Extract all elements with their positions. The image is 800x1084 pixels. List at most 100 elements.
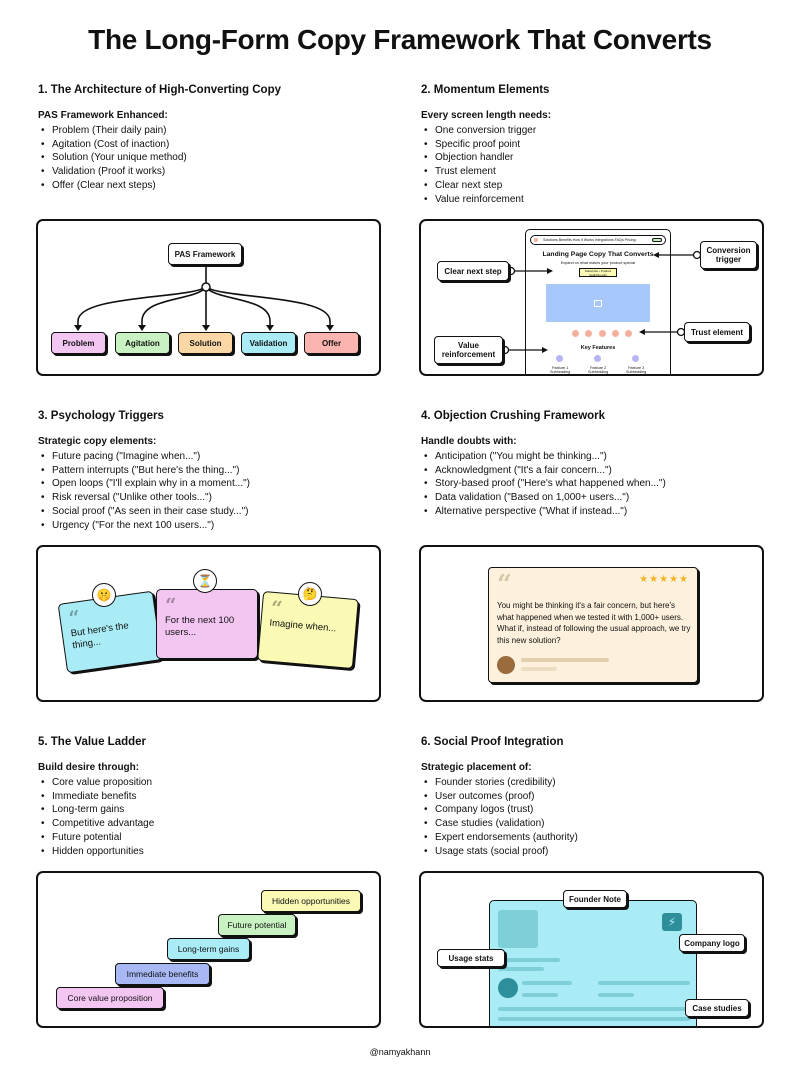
mock-nav: Solutions Benefits How it Works Integrat… bbox=[530, 235, 666, 245]
list-item: Data validation ("Based on 1,000+ users.… bbox=[421, 491, 766, 505]
list-item: Core value proposition bbox=[38, 776, 383, 790]
list-item: Urgency ("For the next 100 users...") bbox=[38, 519, 383, 533]
mock-cta-button: Subscribe • Product (walkthrough) bbox=[579, 268, 617, 277]
list-item: Future pacing ("Imagine when...") bbox=[38, 450, 383, 464]
section-heading: 6. Social Proof Integration bbox=[421, 736, 564, 748]
ladder-step-future-potential: Future potential bbox=[218, 914, 296, 936]
objection-diagram: “ ★★★★★ You might be thinking it's a fai… bbox=[419, 545, 764, 702]
list-item: Story-based proof ("Here's what happened… bbox=[421, 477, 766, 491]
list-item: Open loops ("I'll explain why in a momen… bbox=[38, 477, 383, 491]
label-value-reinforcement: Value reinforcement bbox=[434, 336, 503, 364]
list-item: Objection handler bbox=[421, 151, 766, 165]
text-placeholder bbox=[498, 967, 544, 971]
text-placeholder bbox=[498, 1007, 690, 1011]
label-trust-element: Trust element bbox=[684, 322, 750, 342]
section-momentum: 2. Momentum Elements Every screen length… bbox=[421, 84, 766, 206]
list-item: Usage stats (social proof) bbox=[421, 845, 766, 859]
mock-nav-cta bbox=[652, 238, 662, 242]
list-item: Anticipation ("You might be thinking..."… bbox=[421, 450, 766, 464]
text-placeholder bbox=[498, 1017, 690, 1021]
list-item: Validation (Proof it works) bbox=[38, 165, 383, 179]
list-item: Specific proof point bbox=[421, 138, 766, 152]
image-icon bbox=[594, 299, 602, 307]
label-founder-note: Founder Note bbox=[563, 890, 627, 908]
section-heading: 1. The Architecture of High-Converting C… bbox=[38, 84, 282, 96]
ladder-step-core-value: Core value proposition bbox=[56, 987, 164, 1009]
section-intro: Strategic copy elements: bbox=[38, 436, 157, 447]
list-item: Risk reversal ("Unlike other tools...") bbox=[38, 491, 383, 505]
author-handle: @namyakhann bbox=[369, 1047, 431, 1057]
section-social-proof: 6. Social Proof Integration Strategic pl… bbox=[421, 736, 766, 858]
psychology-diagram: “ But here's the thing... 🤫 “ For the ne… bbox=[36, 545, 381, 702]
section-heading: 3. Psychology Triggers bbox=[38, 410, 164, 422]
text-placeholder bbox=[498, 958, 560, 962]
list-item: Trust element bbox=[421, 165, 766, 179]
trigger-card: “ For the next 100 users... bbox=[156, 589, 258, 659]
text-placeholder bbox=[598, 993, 634, 997]
hourglass-icon: ⏳ bbox=[193, 569, 217, 593]
text-placeholder bbox=[522, 981, 572, 985]
social-proof-diagram: ⚡ Founder Note Company logo Usage stats … bbox=[419, 871, 764, 1028]
mock-nav-links: Solutions Benefits How it Works Integrat… bbox=[543, 238, 636, 242]
momentum-diagram: Solutions Benefits How it Works Integrat… bbox=[419, 219, 764, 376]
list-item: Acknowledgment ("It's a fair concern..."… bbox=[421, 464, 766, 478]
list-item: Problem (Their daily pain) bbox=[38, 124, 383, 138]
text-placeholder bbox=[598, 981, 690, 985]
pas-node-problem: Problem bbox=[51, 332, 106, 354]
section-intro: PAS Framework Enhanced: bbox=[38, 110, 168, 121]
ladder-step-hidden-opportunities: Hidden opportunities bbox=[261, 890, 361, 912]
quote-icon: “ bbox=[497, 570, 512, 600]
section-intro: Handle doubts with: bbox=[421, 436, 517, 447]
list-item: Clear next step bbox=[421, 179, 766, 193]
list-item: Hidden opportunities bbox=[38, 845, 383, 859]
list-item: Expert endorsements (authority) bbox=[421, 831, 766, 845]
list-item: Offer (Clear next steps) bbox=[38, 179, 383, 193]
testimonial-card: “ ★★★★★ You might be thinking it's a fai… bbox=[488, 567, 698, 683]
pas-node-validation: Validation bbox=[241, 332, 296, 354]
name-placeholder bbox=[521, 658, 609, 662]
value-ladder-diagram: Core value proposition Immediate benefit… bbox=[36, 871, 381, 1028]
founder-photo-placeholder bbox=[498, 910, 538, 948]
list-item: Immediate benefits bbox=[38, 790, 383, 804]
landing-page-mockup: Solutions Benefits How it Works Integrat… bbox=[525, 229, 671, 374]
list-item: Long-term gains bbox=[38, 803, 383, 817]
trigger-card-text: For the next 100 users... bbox=[165, 615, 235, 638]
lightning-logo-icon: ⚡ bbox=[662, 913, 682, 931]
label-usage-stats: Usage stats bbox=[437, 949, 505, 967]
list-item: One conversion trigger bbox=[421, 124, 766, 138]
thinking-emoji-icon: 🤔 bbox=[298, 582, 322, 606]
label-conversion-trigger: Conversion trigger bbox=[700, 241, 757, 269]
feature-icon bbox=[632, 355, 639, 362]
label-case-studies: Case studies bbox=[685, 999, 749, 1017]
list-item: Competitive advantage bbox=[38, 817, 383, 831]
list-item: Solution (Your unique method) bbox=[38, 151, 383, 165]
label-company-logo: Company logo bbox=[679, 934, 745, 952]
section-heading: 4. Objection Crushing Framework bbox=[421, 410, 606, 422]
list-item: Company logos (trust) bbox=[421, 803, 766, 817]
list-item: Case studies (validation) bbox=[421, 817, 766, 831]
list-item: Future potential bbox=[38, 831, 383, 845]
pas-root-node: PAS Framework bbox=[168, 243, 242, 265]
page-title: The Long-Form Copy Framework That Conver… bbox=[88, 24, 712, 55]
quote-icon: “ bbox=[165, 593, 177, 617]
pas-connectors bbox=[74, 267, 334, 331]
pas-node-offer: Offer bbox=[304, 332, 359, 354]
list-item: Pattern interrupts ("But here's the thin… bbox=[38, 464, 383, 478]
feature-icon bbox=[556, 355, 563, 362]
mock-hero-image bbox=[546, 284, 650, 322]
section-heading: 2. Momentum Elements bbox=[421, 84, 550, 96]
list-item: Social proof ("As seen in their case stu… bbox=[38, 505, 383, 519]
case-study-page-mockup: ⚡ bbox=[489, 900, 697, 1026]
mock-title: Landing Page Copy That Converts bbox=[542, 251, 654, 258]
section-intro: Strategic placement of: bbox=[421, 762, 532, 773]
avatar bbox=[497, 656, 515, 674]
pas-node-agitation: Agitation bbox=[115, 332, 170, 354]
pas-diagram: PAS Framework Problem Agitation Solution… bbox=[36, 219, 381, 376]
section-value-ladder: 5. The Value Ladder Build desire through… bbox=[38, 736, 383, 858]
list-item: Founder stories (credibility) bbox=[421, 776, 766, 790]
star-rating: ★★★★★ bbox=[639, 574, 689, 585]
section-intro: Every screen length needs: bbox=[421, 110, 552, 121]
